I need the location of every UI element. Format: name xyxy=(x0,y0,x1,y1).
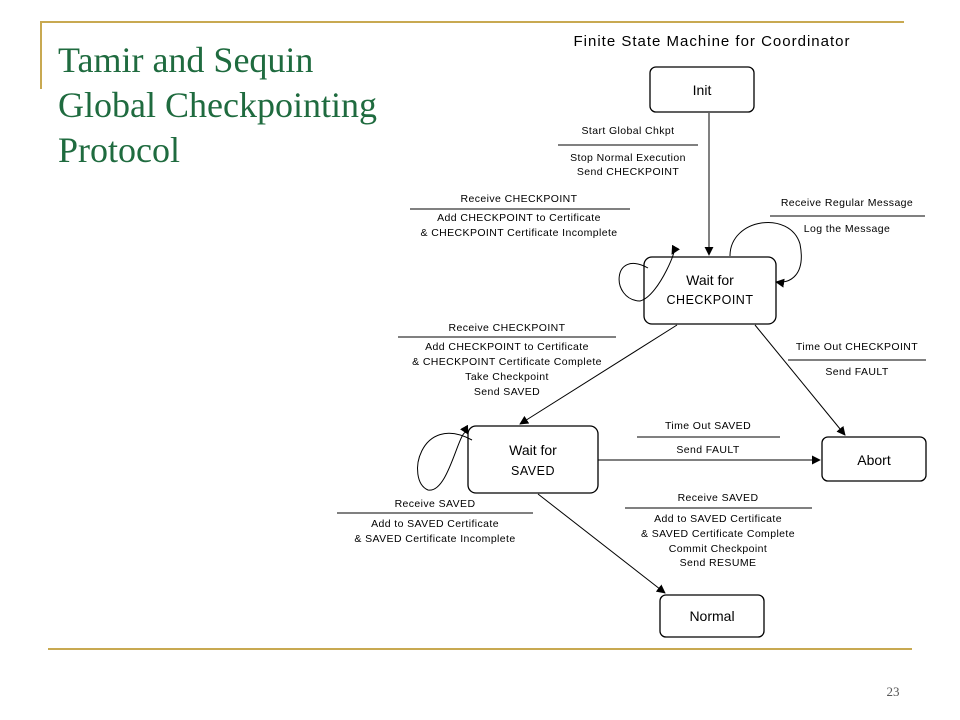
state-normal: Normal xyxy=(659,594,765,638)
edge-wait-saved-to-normal xyxy=(537,493,666,594)
label-action: & CHECKPOINT Certificate Incomplete xyxy=(420,227,617,239)
label-event: Receive SAVED xyxy=(678,492,759,504)
title-line-1: Tamir and Sequin xyxy=(58,40,314,80)
state-wait-checkpoint-line2: CHECKPOINT xyxy=(667,293,754,307)
state-wait-saved: Wait for SAVED xyxy=(467,425,599,494)
edge-wait-checkpoint-to-abort xyxy=(754,324,846,436)
state-abort: Abort xyxy=(821,436,927,482)
edge-self-loop-receive-checkpoint xyxy=(618,244,680,302)
label-action: & SAVED Certificate Complete xyxy=(641,528,795,540)
label-action: Send FAULT xyxy=(676,444,740,456)
label-receive-saved-complete: Receive SAVED Add to SAVED Certificate &… xyxy=(625,492,812,569)
state-init: Init xyxy=(649,66,755,113)
label-action: Commit Checkpoint xyxy=(669,543,767,555)
label-receive-checkpoint-incomplete: Receive CHECKPOINT Add CHECKPOINT to Cer… xyxy=(410,193,630,239)
state-wait-saved-line2: SAVED xyxy=(511,464,555,478)
label-action: Take Checkpoint xyxy=(465,371,549,383)
label-action: Add CHECKPOINT to Certificate xyxy=(437,212,601,224)
bottom-rule xyxy=(48,648,912,650)
title-line-3: Protocol xyxy=(58,130,180,170)
label-action: Stop Normal Execution xyxy=(570,152,686,164)
label-receive-saved-incomplete: Receive SAVED Add to SAVED Certificate &… xyxy=(337,498,533,545)
diagram-title: Finite State Machine for Coordinator xyxy=(574,33,851,50)
slide-number: 23 xyxy=(886,684,900,699)
label-action: Send SAVED xyxy=(474,386,540,398)
label-event: Receive CHECKPOINT xyxy=(461,193,578,205)
state-init-label: Init xyxy=(693,82,712,98)
label-action: Log the Message xyxy=(804,223,891,235)
slide-title: Tamir and Sequin Global Checkpointing Pr… xyxy=(58,38,458,173)
edge-self-loop-receive-saved xyxy=(417,424,473,491)
state-wait-saved-line1: Wait for xyxy=(509,442,557,458)
state-wait-checkpoint: Wait for CHECKPOINT xyxy=(643,256,777,325)
label-start-global-chkpt: Start Global Chkpt Stop Normal Execution… xyxy=(558,125,698,178)
label-action: Send RESUME xyxy=(680,557,757,569)
left-rule xyxy=(40,21,42,89)
label-timeout-checkpoint: Time Out CHECKPOINT Send FAULT xyxy=(788,341,926,378)
state-abort-label: Abort xyxy=(857,452,891,468)
label-action: Add to SAVED Certificate xyxy=(371,518,499,530)
label-receive-regular-message: Receive Regular Message Log the Message xyxy=(770,197,925,235)
label-action: & CHECKPOINT Certificate Complete xyxy=(412,356,602,368)
label-event: Time Out SAVED xyxy=(665,420,751,432)
label-action: & SAVED Certificate Incomplete xyxy=(354,533,515,545)
label-receive-checkpoint-complete: Receive CHECKPOINT Add CHECKPOINT to Cer… xyxy=(398,322,616,398)
label-event: Time Out CHECKPOINT xyxy=(796,341,918,353)
label-action: Send FAULT xyxy=(825,366,889,378)
state-wait-checkpoint-line1: Wait for xyxy=(686,272,734,288)
label-timeout-saved: Time Out SAVED Send FAULT xyxy=(637,420,780,456)
label-action: Add CHECKPOINT to Certificate xyxy=(425,341,589,353)
label-event: Receive Regular Message xyxy=(781,197,913,209)
label-event: Receive SAVED xyxy=(395,498,476,510)
top-rule xyxy=(40,21,904,23)
label-action: Send CHECKPOINT xyxy=(577,166,679,178)
edge-self-loop-regular-message xyxy=(729,222,802,288)
state-normal-label: Normal xyxy=(689,608,734,624)
label-action: Add to SAVED Certificate xyxy=(654,513,782,525)
title-line-2: Global Checkpointing xyxy=(58,85,377,125)
edge-wait-checkpoint-to-wait-saved xyxy=(519,324,678,425)
label-event: Receive CHECKPOINT xyxy=(449,322,566,334)
label-event: Start Global Chkpt xyxy=(582,125,675,137)
